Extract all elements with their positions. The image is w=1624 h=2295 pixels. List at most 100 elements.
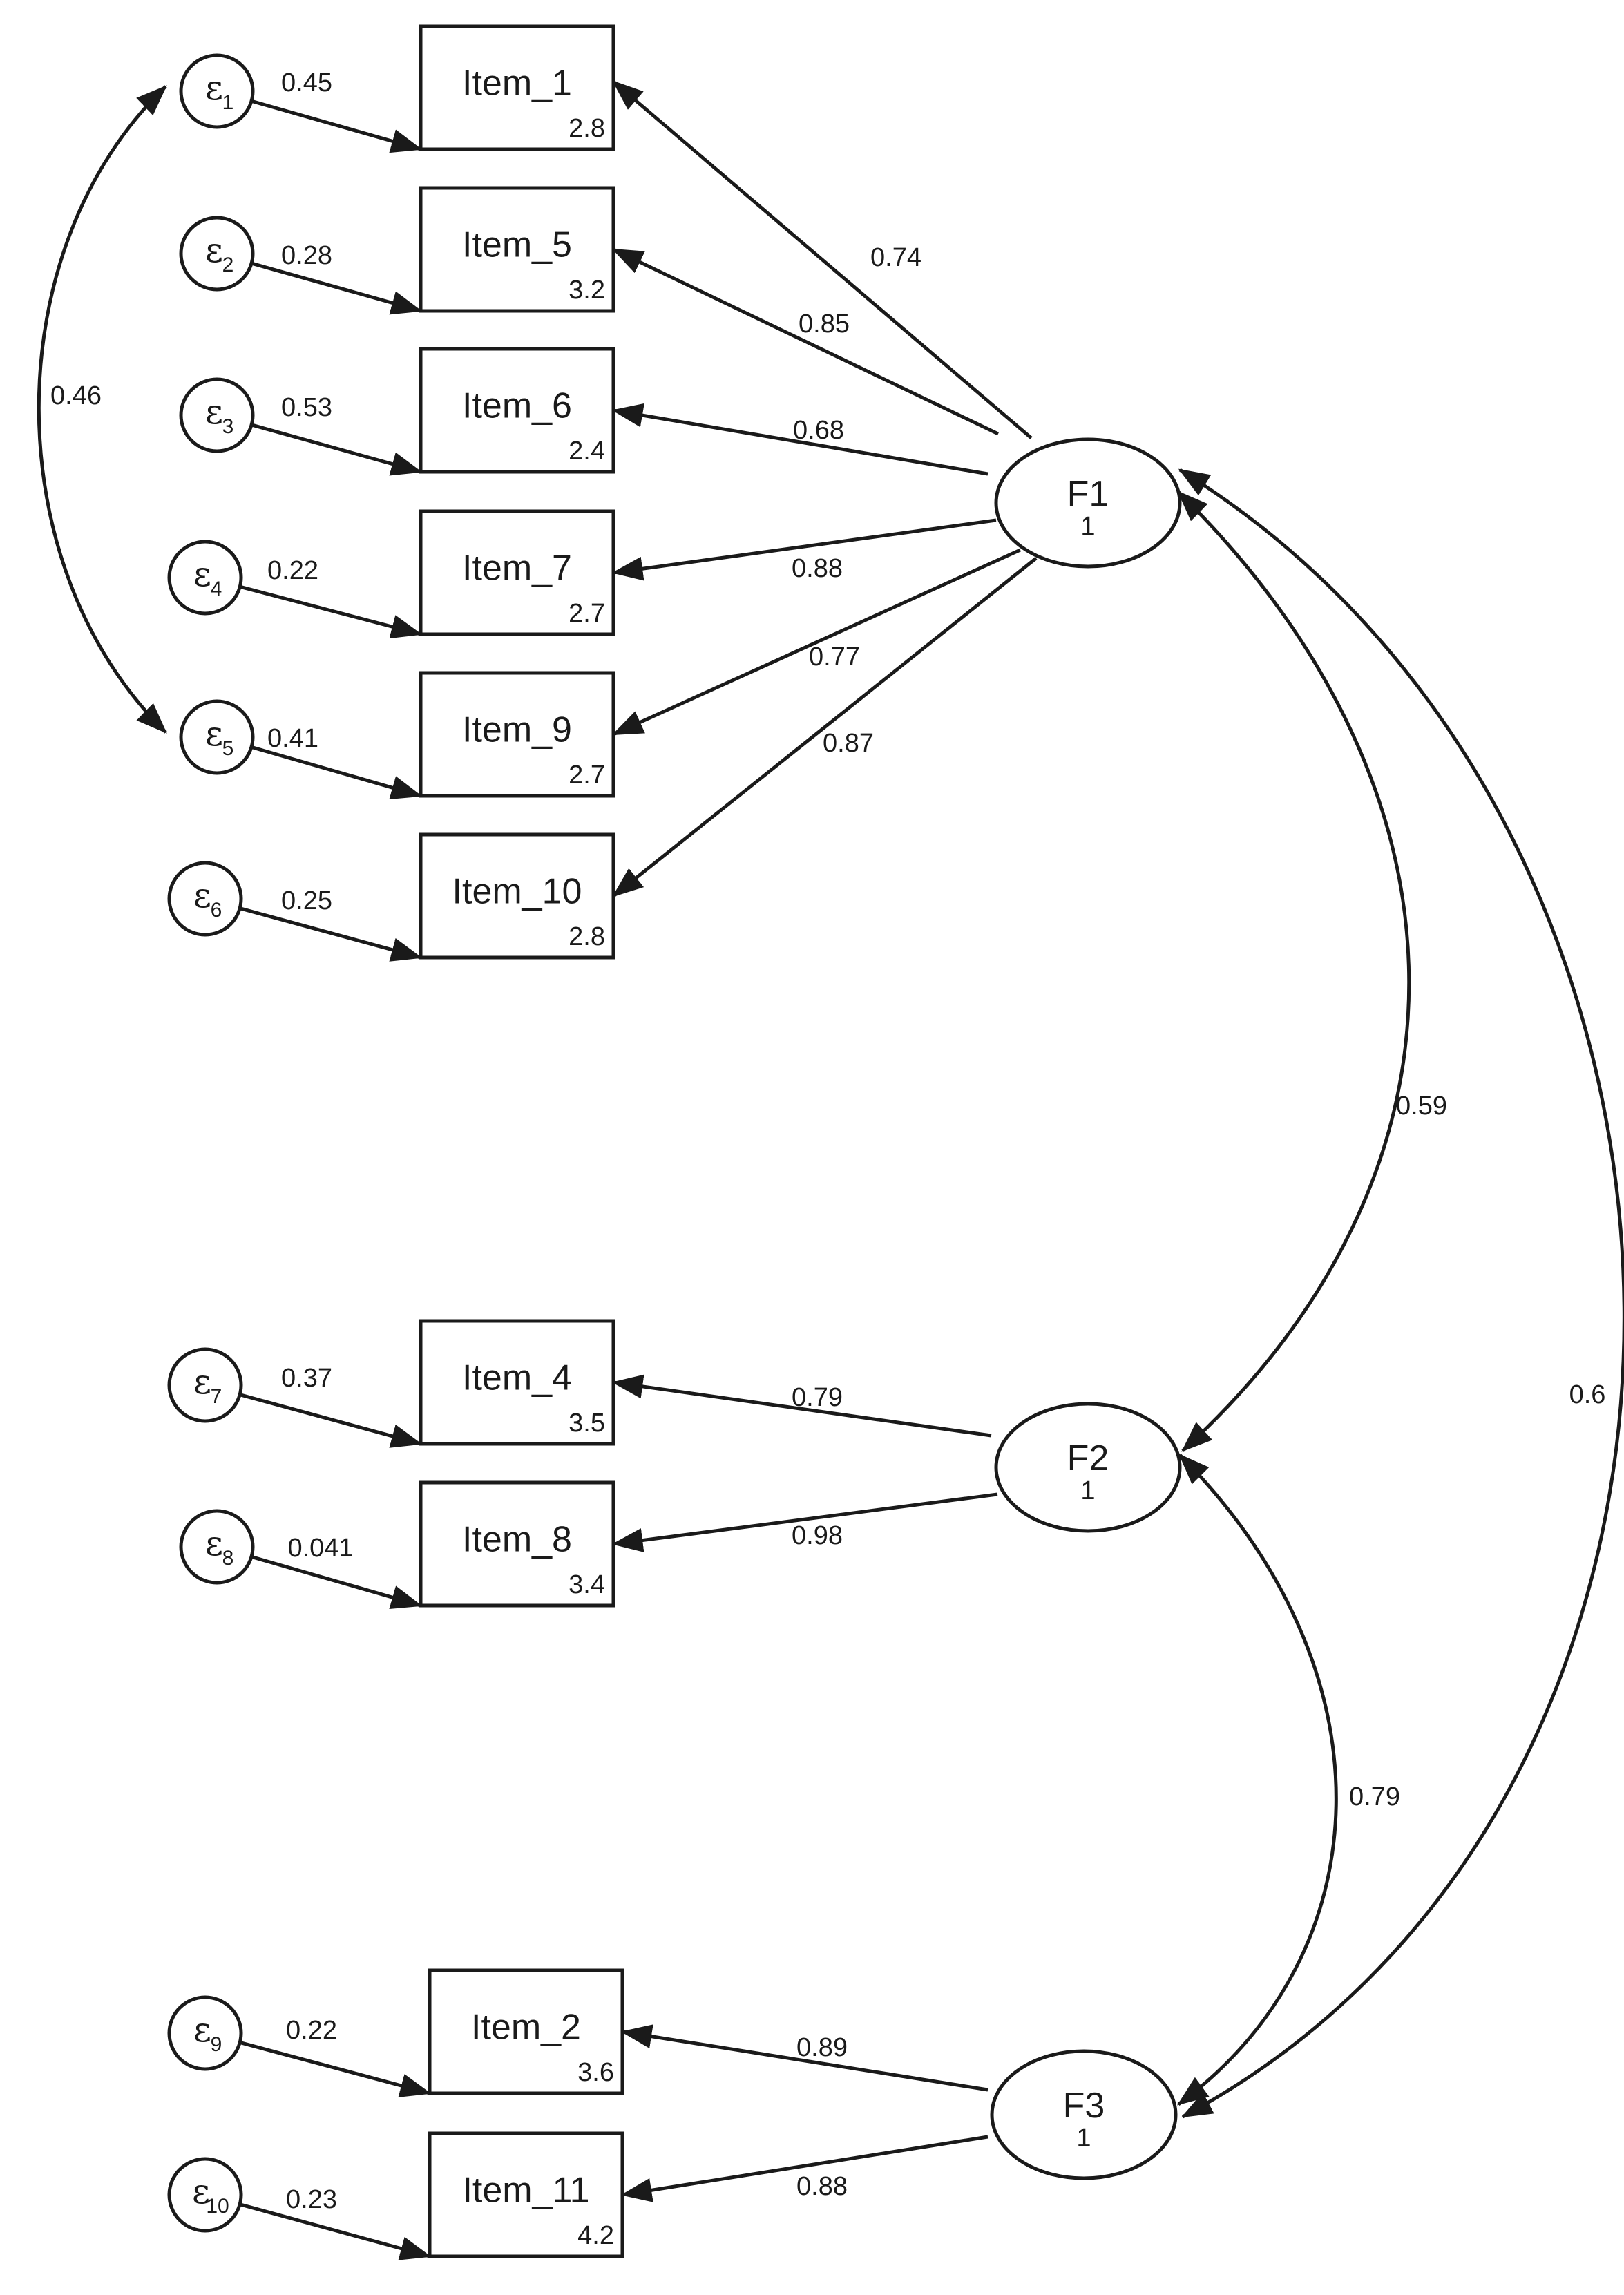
item-name-item10: Item_10 — [452, 872, 582, 912]
factor-ellipse-F3 — [990, 2049, 1178, 2180]
error-arrow-e4 — [239, 584, 423, 639]
factor-variance-F1: 1 — [1080, 512, 1095, 541]
error-variance-e5: 0.41 — [267, 724, 318, 753]
loading-arrow-F1-item9 — [611, 548, 1022, 736]
label-layer: Item_12.8Item_53.2Item_62.4Item_72.7Item… — [50, 64, 1605, 2250]
item-mean-item2: 3.6 — [577, 2058, 614, 2087]
loading-value-F1-item6: 0.68 — [793, 416, 844, 445]
item-box-item7 — [419, 509, 615, 636]
factor-name-F2: F2 — [1067, 1438, 1109, 1478]
item-mean-item9: 2.7 — [569, 761, 605, 790]
error-symbol-e5: ε — [205, 714, 223, 754]
covariance-curve-F1-F2 — [1177, 491, 1411, 1452]
loading-value-F1-item1: 0.74 — [870, 243, 921, 272]
item-box-item2 — [428, 1968, 624, 2095]
error-variance-e2: 0.28 — [281, 241, 332, 270]
item-mean-item7: 2.7 — [569, 599, 605, 628]
error-symbol-e7: ε — [193, 1362, 211, 1402]
loading-value-F3-item11: 0.88 — [796, 2172, 848, 2201]
loading-arrow-F1-item7 — [611, 518, 997, 581]
error-symbol-e6: ε — [193, 875, 211, 915]
loading-arrow-F1-item5 — [611, 247, 1000, 436]
covariance-value-F1-F2: 0.59 — [1396, 1092, 1447, 1121]
item-name-item7: Item_7 — [462, 549, 572, 589]
factor-name-F3: F3 — [1063, 2086, 1105, 2126]
error-circle-e10 — [167, 2157, 243, 2233]
error-symbol-e10: ε — [192, 2171, 210, 2211]
error-subscript-e6: 6 — [211, 899, 222, 922]
error-subscript-e9: 9 — [211, 2033, 222, 2056]
error-circle-e3 — [179, 377, 255, 453]
factor-ellipse-F1 — [994, 437, 1182, 569]
error-circle-e7 — [167, 1347, 243, 1423]
error-variance-e4: 0.22 — [267, 556, 318, 585]
loading-value-F2-item8: 0.98 — [792, 1521, 843, 1550]
error-subscript-e3: 3 — [222, 415, 234, 438]
loading-value-F1-item5: 0.85 — [799, 310, 850, 339]
error-variance-e3: 0.53 — [281, 393, 332, 422]
error-variance-e9: 0.22 — [286, 2016, 337, 2045]
loading-arrow-F2-item4 — [611, 1374, 992, 1438]
loading-arrow-F3-item2 — [620, 2024, 988, 2092]
loading-value-F1-item9: 0.77 — [809, 642, 860, 672]
loading-value-F1-item10: 0.87 — [823, 729, 874, 758]
path-layer — [37, 80, 1624, 2260]
error-arrow-e3 — [251, 423, 423, 476]
error-subscript-e1: 1 — [222, 91, 234, 114]
loading-value-F2-item4: 0.79 — [792, 1383, 843, 1412]
error-circle-e5 — [179, 699, 255, 775]
covariance-curve-F1-F3 — [1178, 468, 1624, 2119]
item-box-item1 — [419, 24, 615, 151]
error-variance-e7: 0.37 — [281, 1364, 332, 1393]
item-mean-item5: 3.2 — [569, 276, 605, 305]
item-name-item8: Item_8 — [462, 1520, 572, 1560]
item-box-item11 — [428, 2131, 624, 2258]
loading-arrow-F1-item6 — [611, 403, 988, 476]
item-name-item11: Item_11 — [462, 2171, 589, 2211]
error-arrow-e8 — [251, 1554, 423, 1610]
factor-ellipse-F2 — [994, 1402, 1182, 1533]
error-subscript-e4: 4 — [211, 578, 222, 600]
error-subscript-e7: 7 — [211, 1385, 222, 1408]
item-mean-item11: 4.2 — [577, 2221, 614, 2250]
item-name-item1: Item_1 — [462, 64, 572, 104]
loading-arrow-F1-item1 — [612, 80, 1033, 439]
node-layer — [167, 24, 1182, 2258]
error-arrow-e6 — [239, 906, 423, 962]
error-subscript-e5: 5 — [222, 737, 234, 760]
error-circle-e6 — [167, 861, 243, 937]
loading-arrow-F1-item10 — [612, 557, 1038, 897]
error-circle-e4 — [167, 540, 243, 616]
item-name-item6: Item_6 — [462, 386, 572, 426]
covariance-value-e1-e5: 0.46 — [50, 381, 102, 410]
item-name-item2: Item_2 — [471, 2008, 581, 2048]
covariance-curve-e1-e5 — [37, 85, 167, 734]
item-box-item6 — [419, 347, 615, 474]
item-mean-item6: 2.4 — [569, 437, 605, 466]
item-name-item4: Item_4 — [462, 1358, 572, 1398]
error-circle-e2 — [179, 216, 255, 292]
item-name-item9: Item_9 — [462, 710, 572, 750]
error-variance-e8: 0.041 — [287, 1534, 353, 1563]
factor-name-F1: F1 — [1067, 474, 1109, 514]
error-arrow-e1 — [251, 99, 423, 153]
item-box-item4 — [419, 1319, 615, 1446]
error-symbol-e4: ε — [193, 554, 211, 594]
error-arrow-e10 — [239, 2202, 432, 2260]
item-mean-item8: 3.4 — [569, 1570, 605, 1599]
covariance-value-F1-F3: 0.6 — [1569, 1380, 1606, 1409]
error-circle-e1 — [179, 53, 255, 129]
error-arrow-e9 — [239, 2041, 432, 2097]
error-subscript-e2: 2 — [222, 254, 234, 276]
error-symbol-e2: ε — [205, 230, 223, 270]
loading-arrow-F2-item8 — [611, 1492, 998, 1552]
item-box-item8 — [419, 1480, 615, 1608]
error-symbol-e1: ε — [205, 68, 223, 108]
loading-arrow-F3-item11 — [620, 2135, 988, 2202]
error-arrow-e2 — [251, 261, 423, 315]
item-box-item9 — [419, 671, 615, 798]
error-symbol-e8: ε — [205, 1523, 223, 1563]
item-box-item5 — [419, 186, 615, 313]
error-variance-e1: 0.45 — [281, 68, 332, 97]
